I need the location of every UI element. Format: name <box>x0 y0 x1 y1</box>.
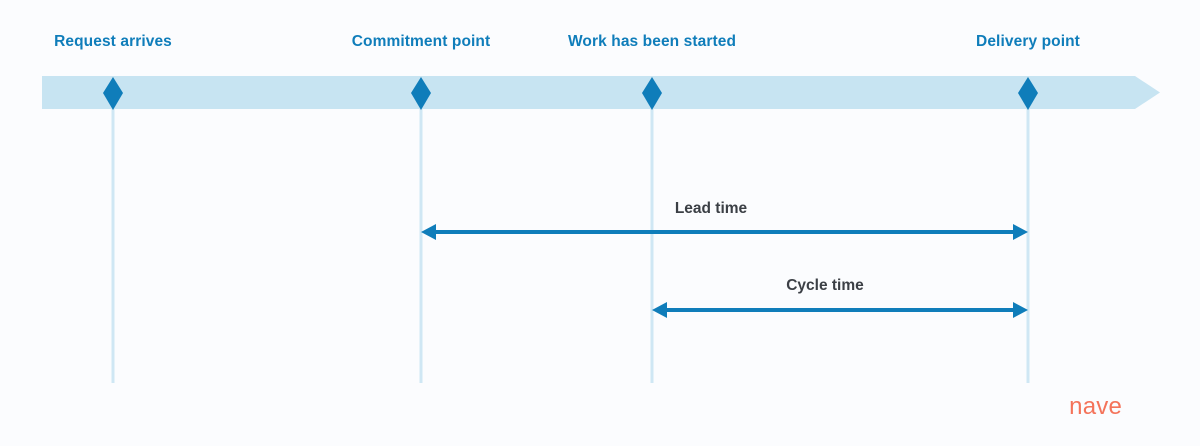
diamond-marker-work-started <box>641 76 663 111</box>
milestone-label-commitment-point: Commitment point <box>351 33 491 50</box>
guide-line-request-arrives <box>111 100 115 383</box>
diamond-marker-commitment-point <box>410 76 432 111</box>
milestone-label-delivery-point: Delivery point <box>976 33 1080 50</box>
measure-label-cycle-time: Cycle time <box>786 277 864 294</box>
timeline-band <box>42 76 1160 109</box>
guide-line-work-started <box>650 100 654 383</box>
guide-line-delivery-point <box>1026 100 1030 383</box>
milestone-label-request-arrives: Request arrives <box>54 33 172 50</box>
diamond-marker-delivery-point <box>1017 76 1039 111</box>
measure-arrow-lead-time <box>421 217 1028 247</box>
measure-arrow-cycle-time <box>652 295 1028 325</box>
milestone-label-work-started: Work has been started <box>567 33 737 50</box>
measure-label-lead-time: Lead time <box>674 200 748 217</box>
brand-logo-nave: nave <box>1069 393 1122 420</box>
diamond-marker-request-arrives <box>102 76 124 111</box>
guide-line-commitment-point <box>419 100 423 383</box>
